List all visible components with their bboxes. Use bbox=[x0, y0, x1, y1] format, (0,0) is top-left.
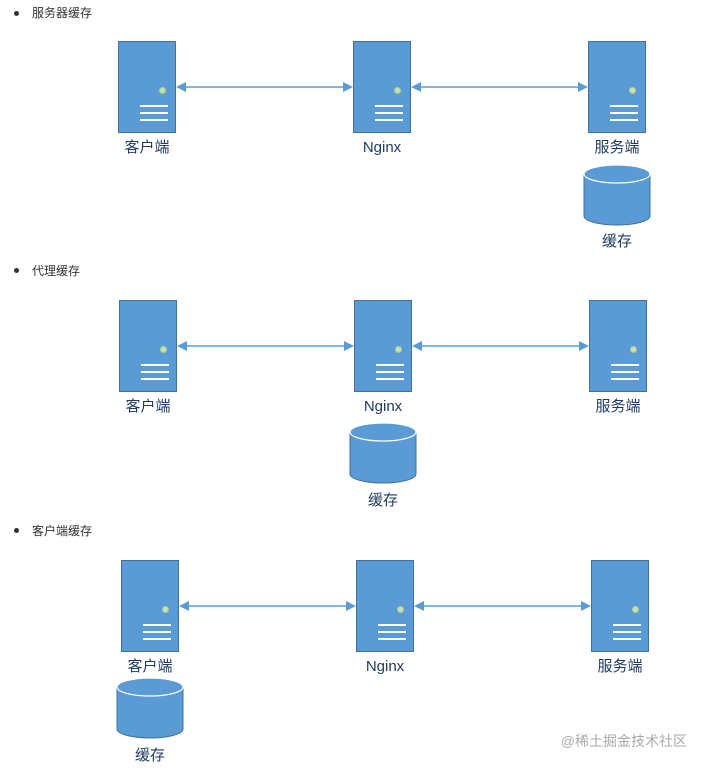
cache-database-icon-1 bbox=[583, 164, 651, 226]
cache-label-3: 缓存 bbox=[134, 747, 165, 764]
client-node-2 bbox=[119, 300, 177, 392]
section-title-1: 服务器缓存 bbox=[32, 6, 93, 20]
cache-label-1: 缓存 bbox=[601, 233, 632, 250]
server-node-3 bbox=[591, 560, 649, 652]
server-node-2 bbox=[589, 300, 647, 392]
status-led-icon bbox=[159, 87, 166, 94]
arrow-nginx-server-3 bbox=[414, 601, 591, 611]
section-title-2: 代理缓存 bbox=[32, 264, 81, 278]
bullet-1 bbox=[14, 11, 19, 16]
cache-database-icon-3 bbox=[116, 677, 184, 739]
status-led-icon bbox=[395, 346, 402, 353]
client-label-3: 客户端 bbox=[127, 658, 173, 675]
status-led-icon bbox=[629, 87, 636, 94]
client-node-3 bbox=[121, 560, 179, 652]
nginx-node-1 bbox=[353, 41, 411, 133]
arrow-nginx-server-2 bbox=[412, 341, 589, 351]
arrow-client-nginx-2 bbox=[177, 341, 354, 351]
status-led-icon bbox=[632, 606, 639, 613]
bullet-3 bbox=[14, 528, 19, 533]
client-label-1: 客户端 bbox=[124, 139, 170, 156]
status-led-icon bbox=[394, 87, 401, 94]
nginx-label-1: Nginx bbox=[362, 139, 402, 156]
server-node-1 bbox=[588, 41, 646, 133]
watermark: @稀土掘金技术社区 bbox=[560, 733, 687, 749]
status-led-icon bbox=[630, 346, 637, 353]
arrow-client-nginx-1 bbox=[176, 82, 353, 92]
nginx-label-3: Nginx bbox=[365, 658, 405, 675]
cache-database-icon-2 bbox=[349, 422, 417, 484]
server-label-2: 服务端 bbox=[595, 398, 641, 415]
status-led-icon bbox=[160, 346, 167, 353]
arrow-nginx-server-1 bbox=[411, 82, 588, 92]
section-title-3: 客户端缓存 bbox=[32, 524, 93, 538]
client-label-2: 客户端 bbox=[125, 398, 171, 415]
arrow-client-nginx-3 bbox=[179, 601, 356, 611]
bullet-2 bbox=[14, 268, 19, 273]
cache-label-2: 缓存 bbox=[367, 492, 398, 509]
status-led-icon bbox=[397, 606, 404, 613]
server-label-3: 服务端 bbox=[597, 658, 643, 675]
nginx-node-3 bbox=[356, 560, 414, 652]
status-led-icon bbox=[162, 606, 169, 613]
nginx-node-2 bbox=[354, 300, 412, 392]
client-node-1 bbox=[118, 41, 176, 133]
server-label-1: 服务端 bbox=[594, 139, 640, 156]
nginx-label-2: Nginx bbox=[363, 398, 403, 415]
